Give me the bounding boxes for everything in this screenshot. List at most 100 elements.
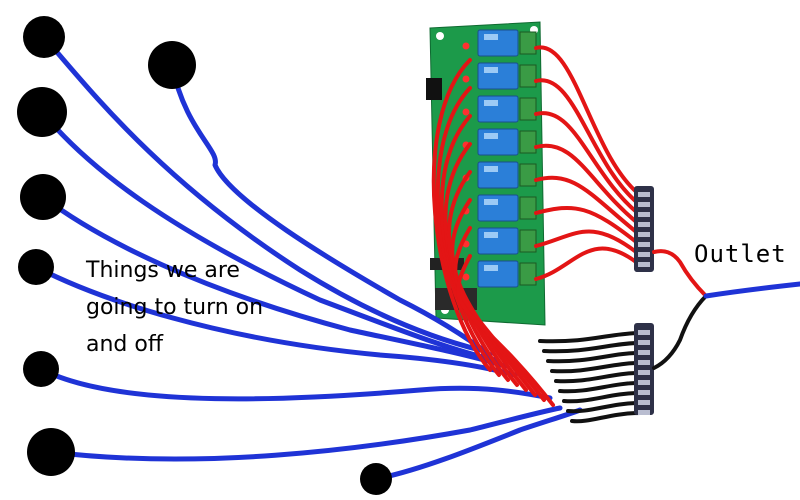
relay-label — [484, 100, 498, 106]
terminal-screw — [638, 380, 650, 385]
relay-wire — [431, 58, 492, 372]
neutral-wire — [538, 331, 642, 344]
device-dot — [360, 463, 392, 495]
terminal-screw — [638, 212, 650, 217]
relay-wire — [453, 226, 546, 402]
terminal-screw — [638, 202, 650, 207]
neutral-wire — [566, 401, 642, 414]
neutral-wire — [542, 341, 642, 354]
load-wire — [48, 405, 563, 462]
load-wire — [39, 109, 498, 363]
relay-module — [477, 29, 519, 57]
load-wire — [38, 366, 553, 402]
load-wire — [169, 62, 493, 358]
device-dot — [27, 428, 75, 476]
neutral-wires — [538, 331, 642, 424]
neutral-wire — [570, 411, 642, 424]
terminal-screw — [638, 252, 650, 257]
screw-terminal — [519, 196, 537, 220]
relay-label — [484, 67, 498, 73]
neutral-wire — [562, 391, 642, 404]
led — [462, 273, 470, 281]
device-dot — [23, 16, 65, 58]
screw-terminal — [519, 97, 537, 121]
terminal-screw — [638, 370, 650, 375]
terminal-strip-bottom — [634, 323, 654, 415]
relay-label — [484, 133, 498, 139]
relay-wire — [534, 45, 642, 197]
terminal-screw — [638, 192, 650, 197]
relay-wire — [534, 229, 642, 257]
load-wire — [33, 264, 518, 378]
relay-wire — [534, 78, 642, 207]
terminal-screw — [638, 400, 650, 405]
relay-wire — [534, 175, 642, 237]
device-dot — [23, 351, 59, 387]
relay-module — [477, 227, 519, 255]
terminal-screw — [638, 360, 650, 365]
relay-wire — [534, 143, 642, 227]
terminal-screw — [638, 410, 650, 415]
relay-wire — [534, 246, 642, 281]
led — [462, 42, 470, 50]
relay-label — [484, 232, 498, 238]
screw-terminal — [519, 64, 537, 88]
board-terminals — [519, 31, 537, 286]
load-wires — [33, 34, 583, 482]
led-column — [462, 42, 470, 281]
outlet-hot-wire — [652, 249, 708, 298]
relay-label — [484, 199, 498, 205]
screw-terminal — [519, 130, 537, 154]
screw-terminal — [519, 31, 537, 55]
relay-module — [477, 161, 519, 189]
relay-label — [484, 265, 498, 271]
terminal-screw — [638, 232, 650, 237]
relay-module — [477, 95, 519, 123]
relay-wire — [534, 111, 642, 217]
relay-label — [484, 166, 498, 172]
relay-wire — [456, 254, 555, 407]
terminal-screw — [638, 390, 650, 395]
neutral-wire — [558, 381, 642, 394]
load-wire — [373, 407, 583, 482]
load-wire — [40, 194, 508, 369]
relay-wires — [431, 45, 642, 407]
relay-wire — [435, 86, 501, 377]
mount-hole — [436, 32, 444, 40]
terminal-strip-top — [634, 186, 654, 272]
relay-modules — [477, 29, 519, 288]
device-dot — [148, 41, 196, 89]
devices — [17, 16, 392, 495]
neutral-wire — [550, 361, 642, 374]
power-jack — [426, 78, 442, 100]
screw-terminal — [519, 163, 537, 187]
device-dot — [17, 87, 67, 137]
outlet-label: Outlet — [694, 240, 787, 268]
outlet-cord — [703, 281, 800, 299]
load-wire — [41, 34, 483, 353]
outlet-neutral-wire — [652, 294, 708, 370]
relay-wire — [534, 206, 642, 247]
relay-module — [477, 62, 519, 90]
terminal-screw — [638, 262, 650, 267]
relay-wire — [439, 114, 510, 382]
terminal-screw — [638, 350, 650, 355]
screw-terminal — [519, 229, 537, 253]
device-dot — [20, 174, 66, 220]
devices-label: Things we are going to turn on and off — [86, 258, 264, 357]
terminal-screw — [638, 330, 650, 335]
relay-module — [477, 194, 519, 222]
led — [462, 75, 470, 83]
screw-terminal — [519, 262, 537, 286]
neutral-wire — [546, 351, 642, 364]
relay-module — [477, 260, 519, 288]
neutral-wire — [554, 371, 642, 384]
relay-label — [484, 34, 498, 40]
terminal-screw — [638, 222, 650, 227]
led — [462, 108, 470, 116]
device-dot — [18, 249, 54, 285]
relay-module — [477, 128, 519, 156]
terminal-screw — [638, 242, 650, 247]
